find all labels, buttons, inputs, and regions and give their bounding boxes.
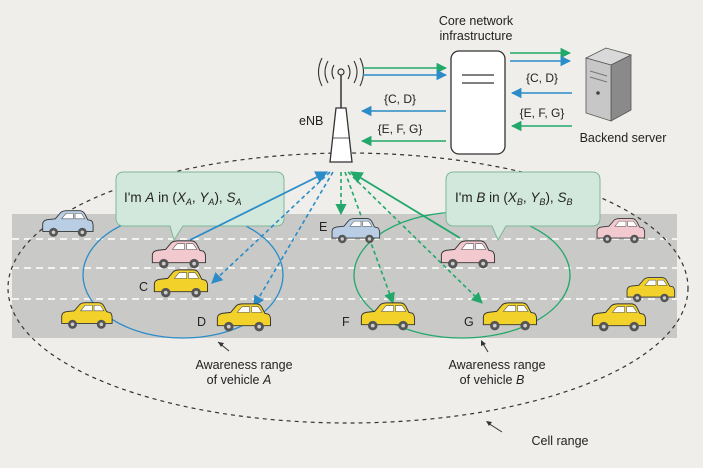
core-network-label-1: Core network: [439, 14, 514, 28]
core-network-server-icon: [450, 50, 506, 155]
vehicle-label-c: C: [139, 280, 148, 294]
enb-antenna-icon: [317, 57, 365, 163]
vehicle-label-e: E: [319, 220, 327, 234]
awareness-a-label-1: Awareness range: [195, 358, 292, 372]
cell-range-label: Cell range: [532, 434, 589, 448]
backend-server-label: Backend server: [580, 131, 667, 145]
svg-text:I'm B in (XB, YB), SB: I'm B in (XB, YB), SB: [455, 190, 572, 207]
enb-label: eNB: [299, 114, 323, 128]
svg-text:I'm A in (XA, YA), SA: I'm A in (XA, YA), SA: [124, 190, 241, 207]
vehicle-label-d: D: [197, 315, 206, 329]
backend-server-icon: [584, 47, 633, 122]
uplink-arrow-b: [349, 171, 461, 239]
speech-bubble-a: I'm A in (XA, YA), SA: [115, 171, 285, 242]
uplink-arrow-a: [189, 171, 329, 241]
speech-bubble-b: I'm B in (XB, YB), SB: [445, 171, 601, 242]
downlink-arrows: [211, 171, 483, 307]
awareness-a-label-2: of vehicle A: [207, 373, 272, 387]
msg-efg-left: {E, F, G}: [378, 122, 423, 136]
awareness-b-label-2: of vehicle B: [460, 373, 525, 387]
awareness-b-label-1: Awareness range: [448, 358, 545, 372]
core-network-label-2: infrastructure: [440, 29, 513, 43]
msg-cd-upper: {C, D}: [526, 71, 558, 85]
msg-efg-upper: {E, F, G}: [520, 106, 565, 120]
lane-markings: [12, 238, 677, 300]
msg-cd-left: {C, D}: [384, 92, 416, 106]
vehicle-label-f: F: [342, 315, 350, 329]
vehicle-label-g: G: [464, 315, 474, 329]
